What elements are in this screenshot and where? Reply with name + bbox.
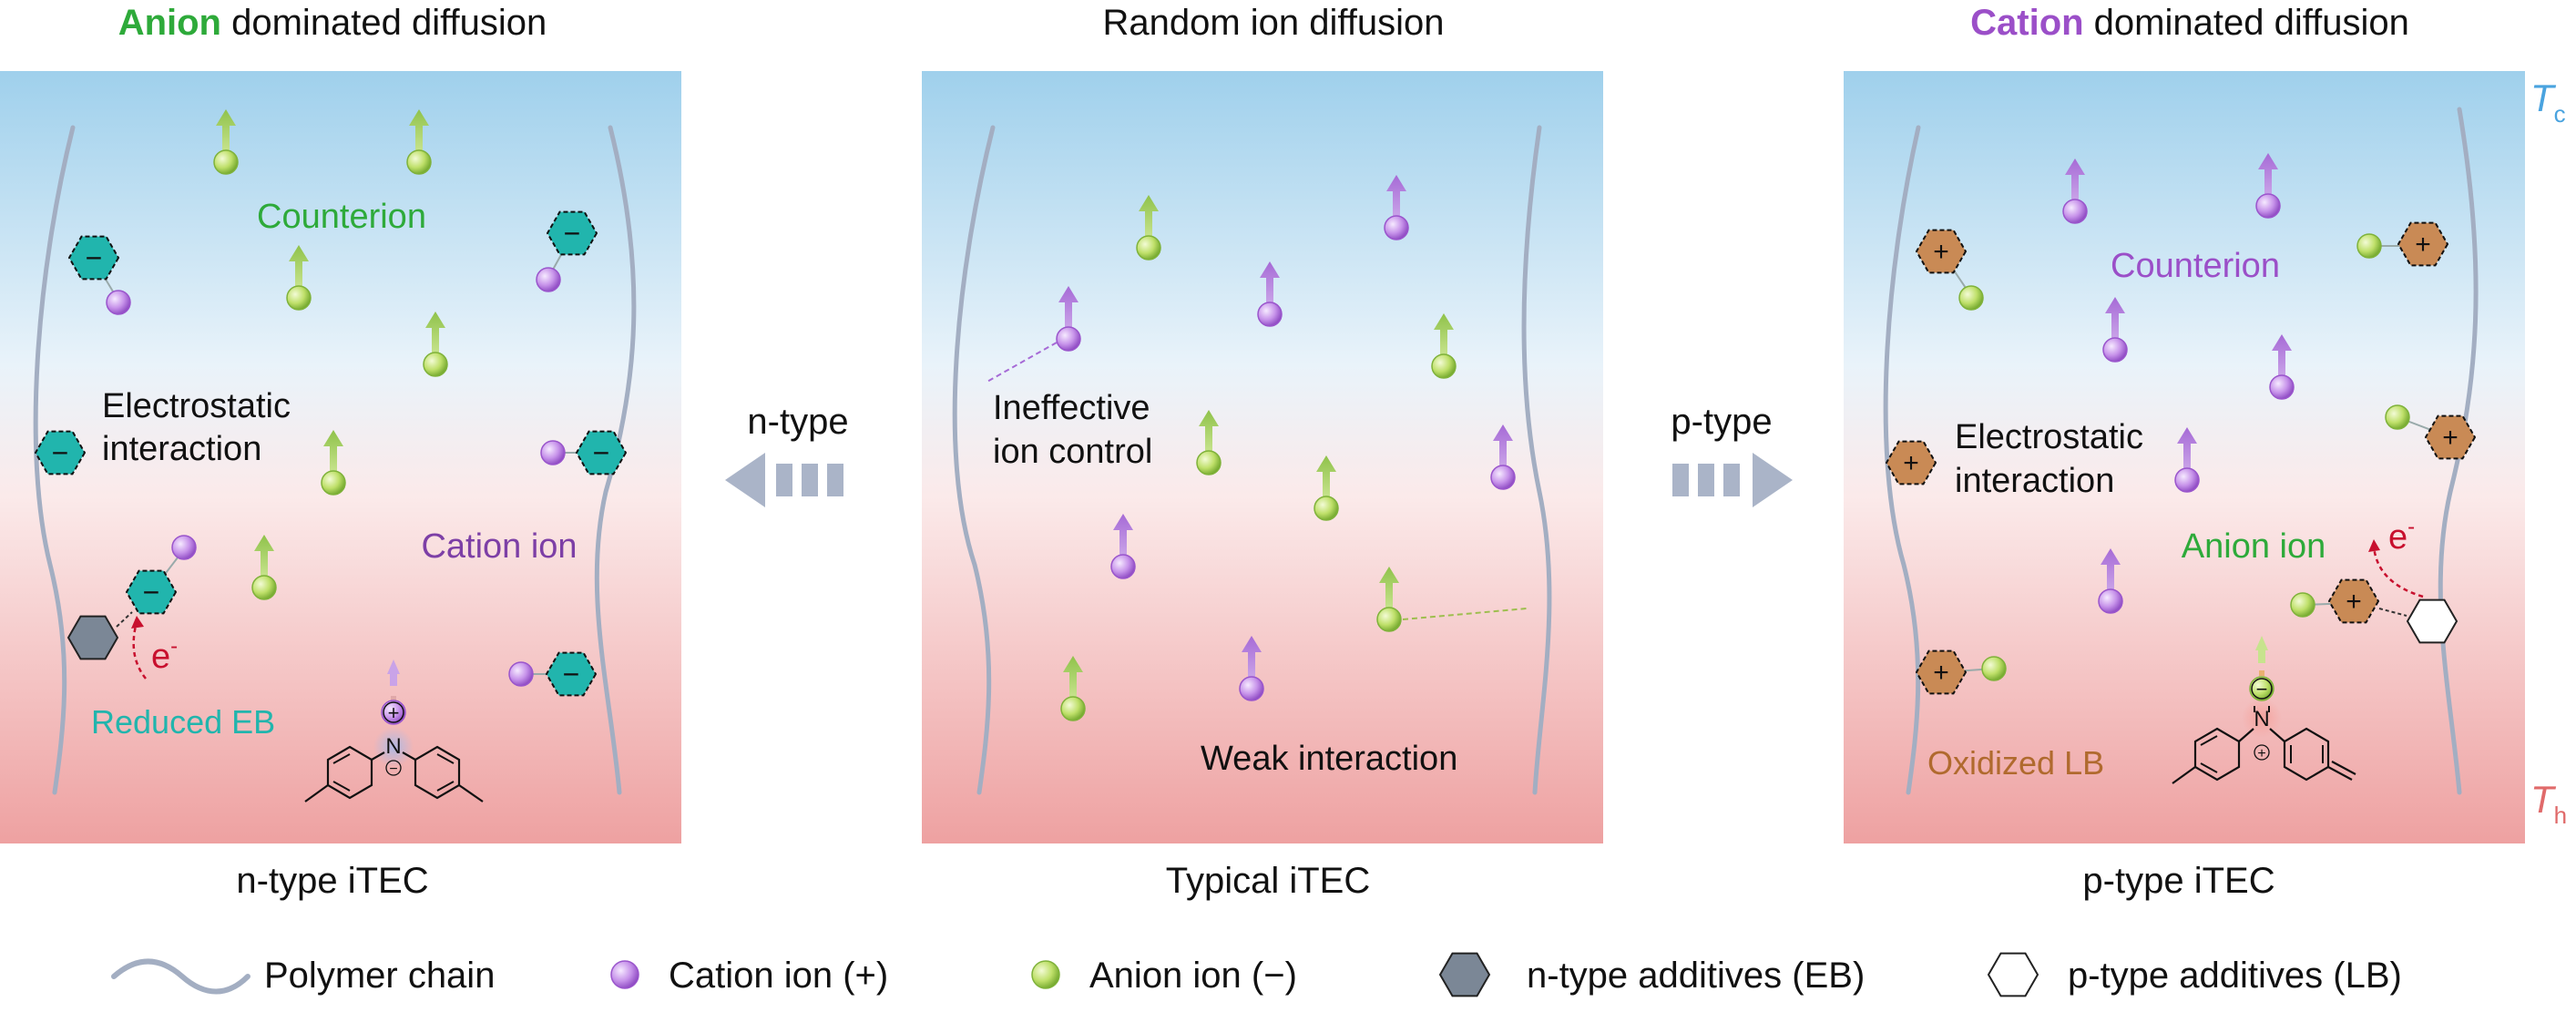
right-electron-label: e- bbox=[2388, 515, 2415, 557]
cation-ion bbox=[171, 535, 197, 560]
right-electrostatic-label-line2: interaction bbox=[1955, 462, 2114, 500]
p-type-arrow: p-type bbox=[1671, 402, 1793, 507]
anion-ion bbox=[2290, 592, 2315, 618]
left-panel bbox=[0, 71, 681, 843]
left-panel-title: Anion dominated diffusion bbox=[118, 3, 547, 43]
electron-transfer-arrow bbox=[2372, 546, 2424, 598]
n-type-hexagon-legend-icon bbox=[1439, 952, 1490, 997]
center-ineffective-label-line2: ion control bbox=[993, 433, 1152, 471]
polymer-chain-center-a bbox=[952, 125, 996, 795]
cation-ion bbox=[106, 290, 131, 315]
legend-ntype-label: n-type additives (EB) bbox=[1527, 956, 1865, 996]
left-electrostatic-label-line2: interaction bbox=[102, 430, 261, 468]
right-anion-ion-label: Anion ion bbox=[2182, 527, 2326, 566]
polymer-chain-left-a bbox=[33, 125, 76, 795]
polymer-chain-right-a bbox=[1883, 125, 1921, 795]
left-electron-label: e- bbox=[151, 634, 178, 676]
center-ineffective-label-line1: Ineffective bbox=[993, 389, 1150, 427]
right-panel-caption: p-type iTEC bbox=[2082, 861, 2274, 901]
electron-transfer-arrow bbox=[132, 621, 147, 680]
cation-ion bbox=[536, 267, 561, 292]
t-hot-label: Th bbox=[2530, 778, 2567, 829]
cation-legend-icon bbox=[610, 960, 639, 989]
p-type-arrow-label: p-type bbox=[1671, 402, 1772, 442]
right-oxidized-lb-label: Oxidized LB bbox=[1927, 744, 2104, 782]
svg-text:N: N bbox=[2254, 707, 2269, 731]
left-cation-ion-label: Cation ion bbox=[421, 527, 577, 566]
left-counterion-label: Counterion bbox=[257, 198, 426, 236]
svg-text:−: − bbox=[389, 762, 397, 777]
n-type-arrow: n-type bbox=[725, 402, 849, 507]
n-type-arrow-label: n-type bbox=[747, 402, 848, 442]
lb-molecule-structure: − N + bbox=[2172, 636, 2356, 784]
center-weak-interaction-label: Weak interaction bbox=[1201, 740, 1457, 778]
center-panel-title: Random ion diffusion bbox=[1102, 3, 1444, 43]
eb-molecule-structure: + N − bbox=[304, 659, 484, 802]
right-panel-title: Cation dominated diffusion bbox=[1970, 3, 2409, 43]
anion-ion bbox=[2356, 233, 2382, 259]
anion-legend-icon bbox=[1031, 960, 1060, 989]
svg-text:−: − bbox=[2256, 678, 2268, 700]
cation-ion bbox=[508, 661, 534, 687]
anion-ion bbox=[2385, 404, 2410, 430]
left-reduced-eb-label: Reduced EB bbox=[91, 703, 275, 741]
anion-ion bbox=[1958, 285, 1984, 311]
legend-polymer-label: Polymer chain bbox=[264, 956, 495, 996]
polymer-chain-left-b bbox=[594, 125, 637, 795]
left-panel-caption: n-type iTEC bbox=[236, 861, 428, 901]
center-panel-ions bbox=[985, 175, 1528, 721]
left-electrostatic-label-line1: Electrostatic bbox=[102, 387, 291, 425]
t-cold-label: Tc bbox=[2530, 77, 2566, 128]
svg-text:N: N bbox=[385, 734, 401, 759]
anion-ion bbox=[1981, 656, 2007, 681]
cation-ion bbox=[540, 440, 566, 465]
left-panel-ions: e- + N − bbox=[35, 109, 627, 802]
center-panel-caption: Typical iTEC bbox=[1166, 861, 1371, 901]
right-electrostatic-label-line1: Electrostatic bbox=[1955, 418, 2143, 456]
polymer-chain-right-b bbox=[2438, 107, 2479, 795]
polymer-chain-center-b bbox=[1521, 125, 1552, 795]
legend-anion-label: Anion ion (−) bbox=[1089, 956, 1297, 996]
polymer-chains bbox=[33, 107, 2479, 795]
svg-text:+: + bbox=[388, 701, 400, 724]
svg-text:+: + bbox=[2257, 746, 2265, 762]
legend: Polymer chain Cation ion (+) Anion ion (… bbox=[111, 952, 2402, 997]
polymer-chain-legend-icon bbox=[111, 958, 250, 995]
center-panel bbox=[922, 71, 1603, 843]
legend-cation-label: Cation ion (+) bbox=[669, 956, 888, 996]
right-panel-ions: e- − N + bbox=[1886, 153, 2476, 784]
legend-ptype-label: p-type additives (LB) bbox=[2068, 956, 2402, 996]
p-type-hexagon-legend-icon bbox=[1988, 952, 2039, 997]
right-counterion-label: Counterion bbox=[2111, 247, 2280, 285]
